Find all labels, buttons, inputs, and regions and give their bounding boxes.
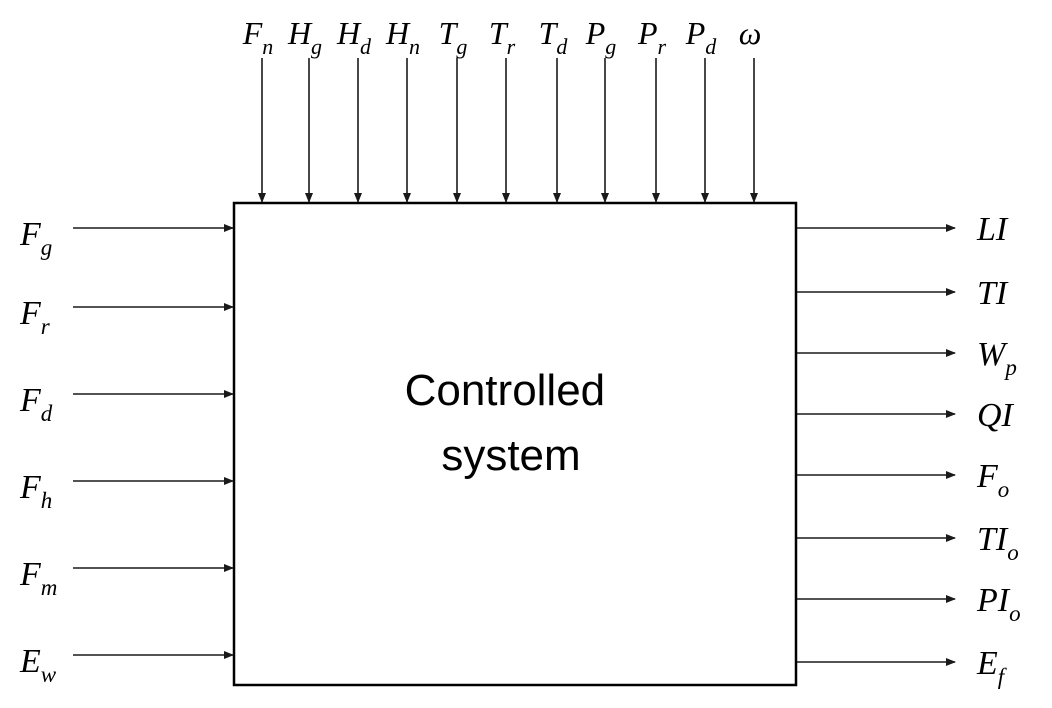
top-input-label-11: ω xyxy=(739,15,762,51)
top-input-label-7: Td xyxy=(539,15,569,59)
top-input-label-1-base: F xyxy=(242,15,263,51)
right-output-label-2-base: TI xyxy=(977,275,1009,312)
top-input-label-9-base: P xyxy=(637,15,658,51)
left-input-label-6-base: E xyxy=(19,643,41,680)
top-input-label-8-sub: g xyxy=(605,34,616,59)
top-input-label-2-sub: g xyxy=(311,34,322,59)
top-input-label-10-sub: d xyxy=(705,34,717,59)
top-input-label-3-sub: d xyxy=(360,34,372,59)
top-input-label-4-base: H xyxy=(385,15,411,51)
top-input-label-6-sub: r xyxy=(507,34,516,59)
right-output-label-1: LI xyxy=(976,211,1009,248)
top-input-label-11-base: ω xyxy=(739,15,762,51)
right-output-label-8-base: E xyxy=(976,645,998,682)
top-input-label-9: Pr xyxy=(637,15,667,59)
top-input-label-5: Tg xyxy=(439,15,468,59)
right-output-label-1-base: LI xyxy=(976,211,1009,248)
left-input-label-6-sub: w xyxy=(41,662,57,687)
left-input-label-1: Fg xyxy=(19,216,52,260)
top-input-label-5-sub: g xyxy=(456,34,467,59)
right-output-label-2: TI xyxy=(977,275,1009,312)
top-input-label-6-base: T xyxy=(489,15,509,51)
right-output-label-7-sub: o xyxy=(1009,601,1021,626)
left-input-label-4-base: F xyxy=(19,469,42,506)
block-label-line-2: system xyxy=(441,431,580,480)
left-input-label-3-sub: d xyxy=(41,401,53,426)
top-input-label-5-base: T xyxy=(439,15,459,51)
top-input-label-3: Hd xyxy=(336,15,372,59)
top-input-label-2-base: H xyxy=(287,15,313,51)
top-input-label-4: Hn xyxy=(385,15,420,59)
left-input-label-1-base: F xyxy=(19,216,42,253)
right-output-label-3: Wp xyxy=(977,336,1017,380)
top-input-label-9-sub: r xyxy=(657,34,666,59)
top-input-label-8-base: P xyxy=(585,15,606,51)
controlled-system-block xyxy=(232,201,798,687)
left-input-label-1-sub: g xyxy=(41,235,53,260)
left-input-label-4-sub: h xyxy=(41,488,53,513)
right-output-label-4: QI xyxy=(977,397,1015,434)
right-output-label-3-base: W xyxy=(977,336,1008,373)
right-output-label-5: Fo xyxy=(976,458,1009,502)
right-output-label-7-base: PI xyxy=(976,582,1011,619)
top-input-label-1-sub: n xyxy=(262,34,273,59)
right-output-label-6-sub: o xyxy=(1007,540,1019,565)
right-output-label-6: TIo xyxy=(977,521,1019,565)
left-input-label-5: Fm xyxy=(19,556,57,600)
top-input-label-7-base: T xyxy=(539,15,559,51)
top-input-label-1: Fn xyxy=(242,15,274,59)
right-output-label-3-sub: p xyxy=(1003,355,1017,380)
left-input-label-3-base: F xyxy=(19,382,42,419)
block-label-line-1: Controlled xyxy=(405,366,606,415)
top-input-label-8: Pg xyxy=(585,15,617,59)
top-input-label-10-base: P xyxy=(685,15,706,51)
left-input-label-3: Fd xyxy=(19,382,53,426)
right-output-label-8: Ef xyxy=(976,645,1008,689)
right-output-label-5-base: F xyxy=(976,458,999,495)
block-label: Controlled system xyxy=(405,366,618,480)
left-input-label-5-sub: m xyxy=(41,575,58,600)
left-input-label-2-sub: r xyxy=(41,314,51,339)
left-input-label-2: Fr xyxy=(19,295,51,339)
left-input-label-4: Fh xyxy=(19,469,52,513)
top-input-label-4-sub: n xyxy=(409,34,420,59)
right-output-label-7: PIo xyxy=(976,582,1021,626)
top-input-label-2: Hg xyxy=(287,15,322,59)
top-input-label-6: Tr xyxy=(489,15,516,59)
left-input-label-2-base: F xyxy=(19,295,42,332)
top-input-label-10: Pd xyxy=(685,15,718,59)
top-input-label-3-base: H xyxy=(336,15,362,51)
right-output-label-4-base: QI xyxy=(977,397,1015,434)
right-output-label-8-sub: f xyxy=(998,664,1008,689)
right-output-label-5-sub: o xyxy=(998,477,1010,502)
right-output-label-6-base: TI xyxy=(977,521,1009,558)
left-input-label-5-base: F xyxy=(19,556,42,593)
left-input-label-6: Ew xyxy=(19,643,57,687)
top-input-label-7-sub: d xyxy=(556,34,568,59)
